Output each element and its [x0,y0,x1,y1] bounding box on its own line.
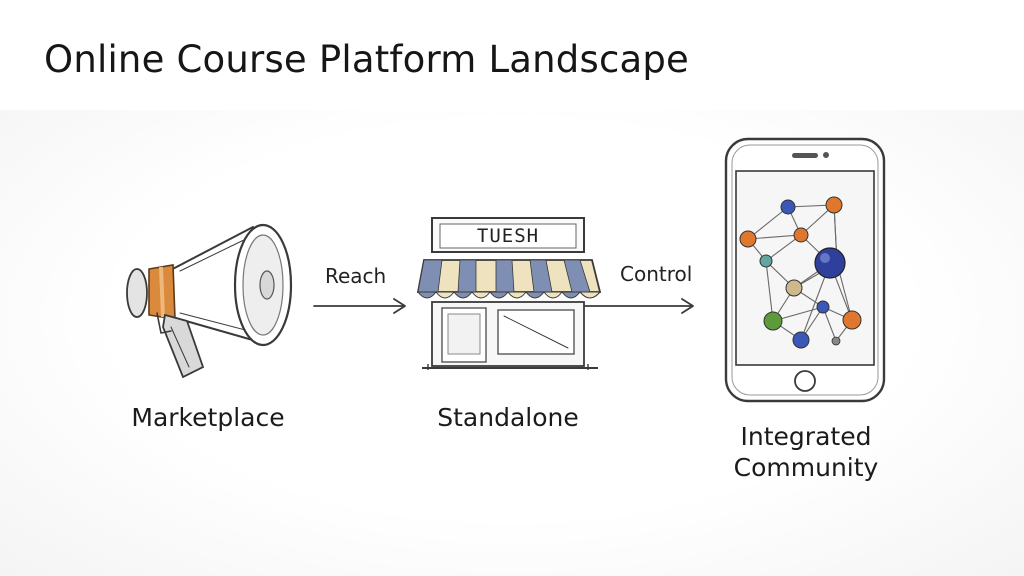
node-label-integrated-line2: Community [733,453,879,482]
arrow-label-reach: Reach [325,264,387,288]
storefront-icon [416,217,602,370]
arrow-reach [313,298,406,314]
megaphone-icon [126,223,293,379]
node-label-integrated-line1: Integrated [740,422,872,451]
phone-network-icon [724,137,886,403]
arrow-control [583,298,694,314]
node-label-marketplace: Marketplace [131,403,285,432]
page-title: Online Course Platform Landscape [44,38,690,81]
node-label-standalone: Standalone [437,403,579,432]
node-label-integrated: Integrated Community [716,421,896,483]
arrow-label-control: Control [620,262,693,286]
storefront-sign-text: TUESH [476,225,540,247]
